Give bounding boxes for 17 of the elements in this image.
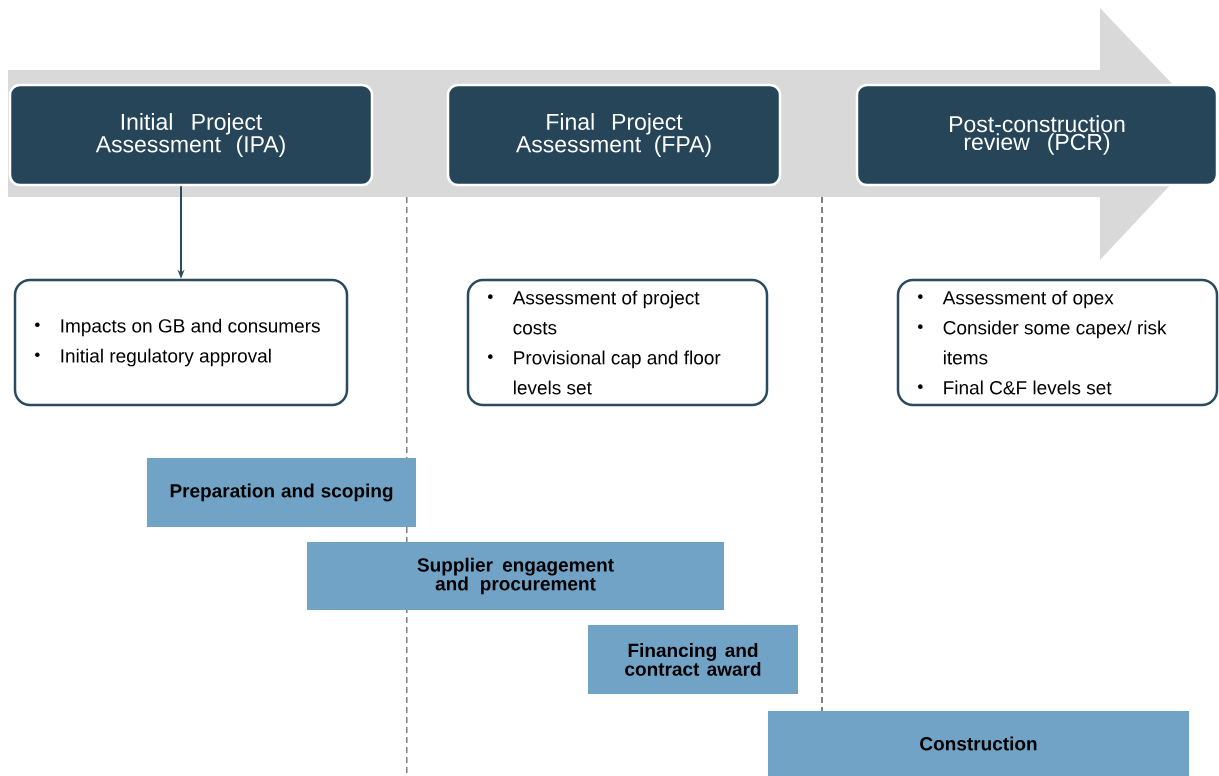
bullet-item: Impacts on GB and consumers	[35, 318, 320, 337]
activity-bar: Financing and contract award	[588, 625, 798, 694]
bullet-item: Assessment of project costs	[488, 290, 700, 335]
bullet-box	[13, 278, 349, 407]
activity-bar: Construction	[768, 711, 1189, 776]
bullet-item: Initial regulatory approval	[35, 348, 271, 367]
activity-bar: Supplier engagement and procurement	[307, 542, 724, 610]
bullet-box	[466, 278, 769, 407]
activity-bar: Preparation and scoping	[147, 458, 416, 527]
phase-box: Post-construction review (PCR)	[855, 83, 1219, 187]
bullet-item: Consider some capex/ risk items	[918, 320, 1167, 365]
bullet-item: Final C&F levels set	[918, 380, 1112, 395]
phase-box: Final Project Assessment (FPA)	[446, 83, 782, 187]
bullet-item: Provisional cap and floor levels set	[488, 350, 721, 395]
bullet-item: Assessment of opex	[918, 290, 1114, 309]
bullet-box	[896, 278, 1219, 407]
phase-box: Initial Project Assessment (IPA)	[8, 83, 374, 187]
